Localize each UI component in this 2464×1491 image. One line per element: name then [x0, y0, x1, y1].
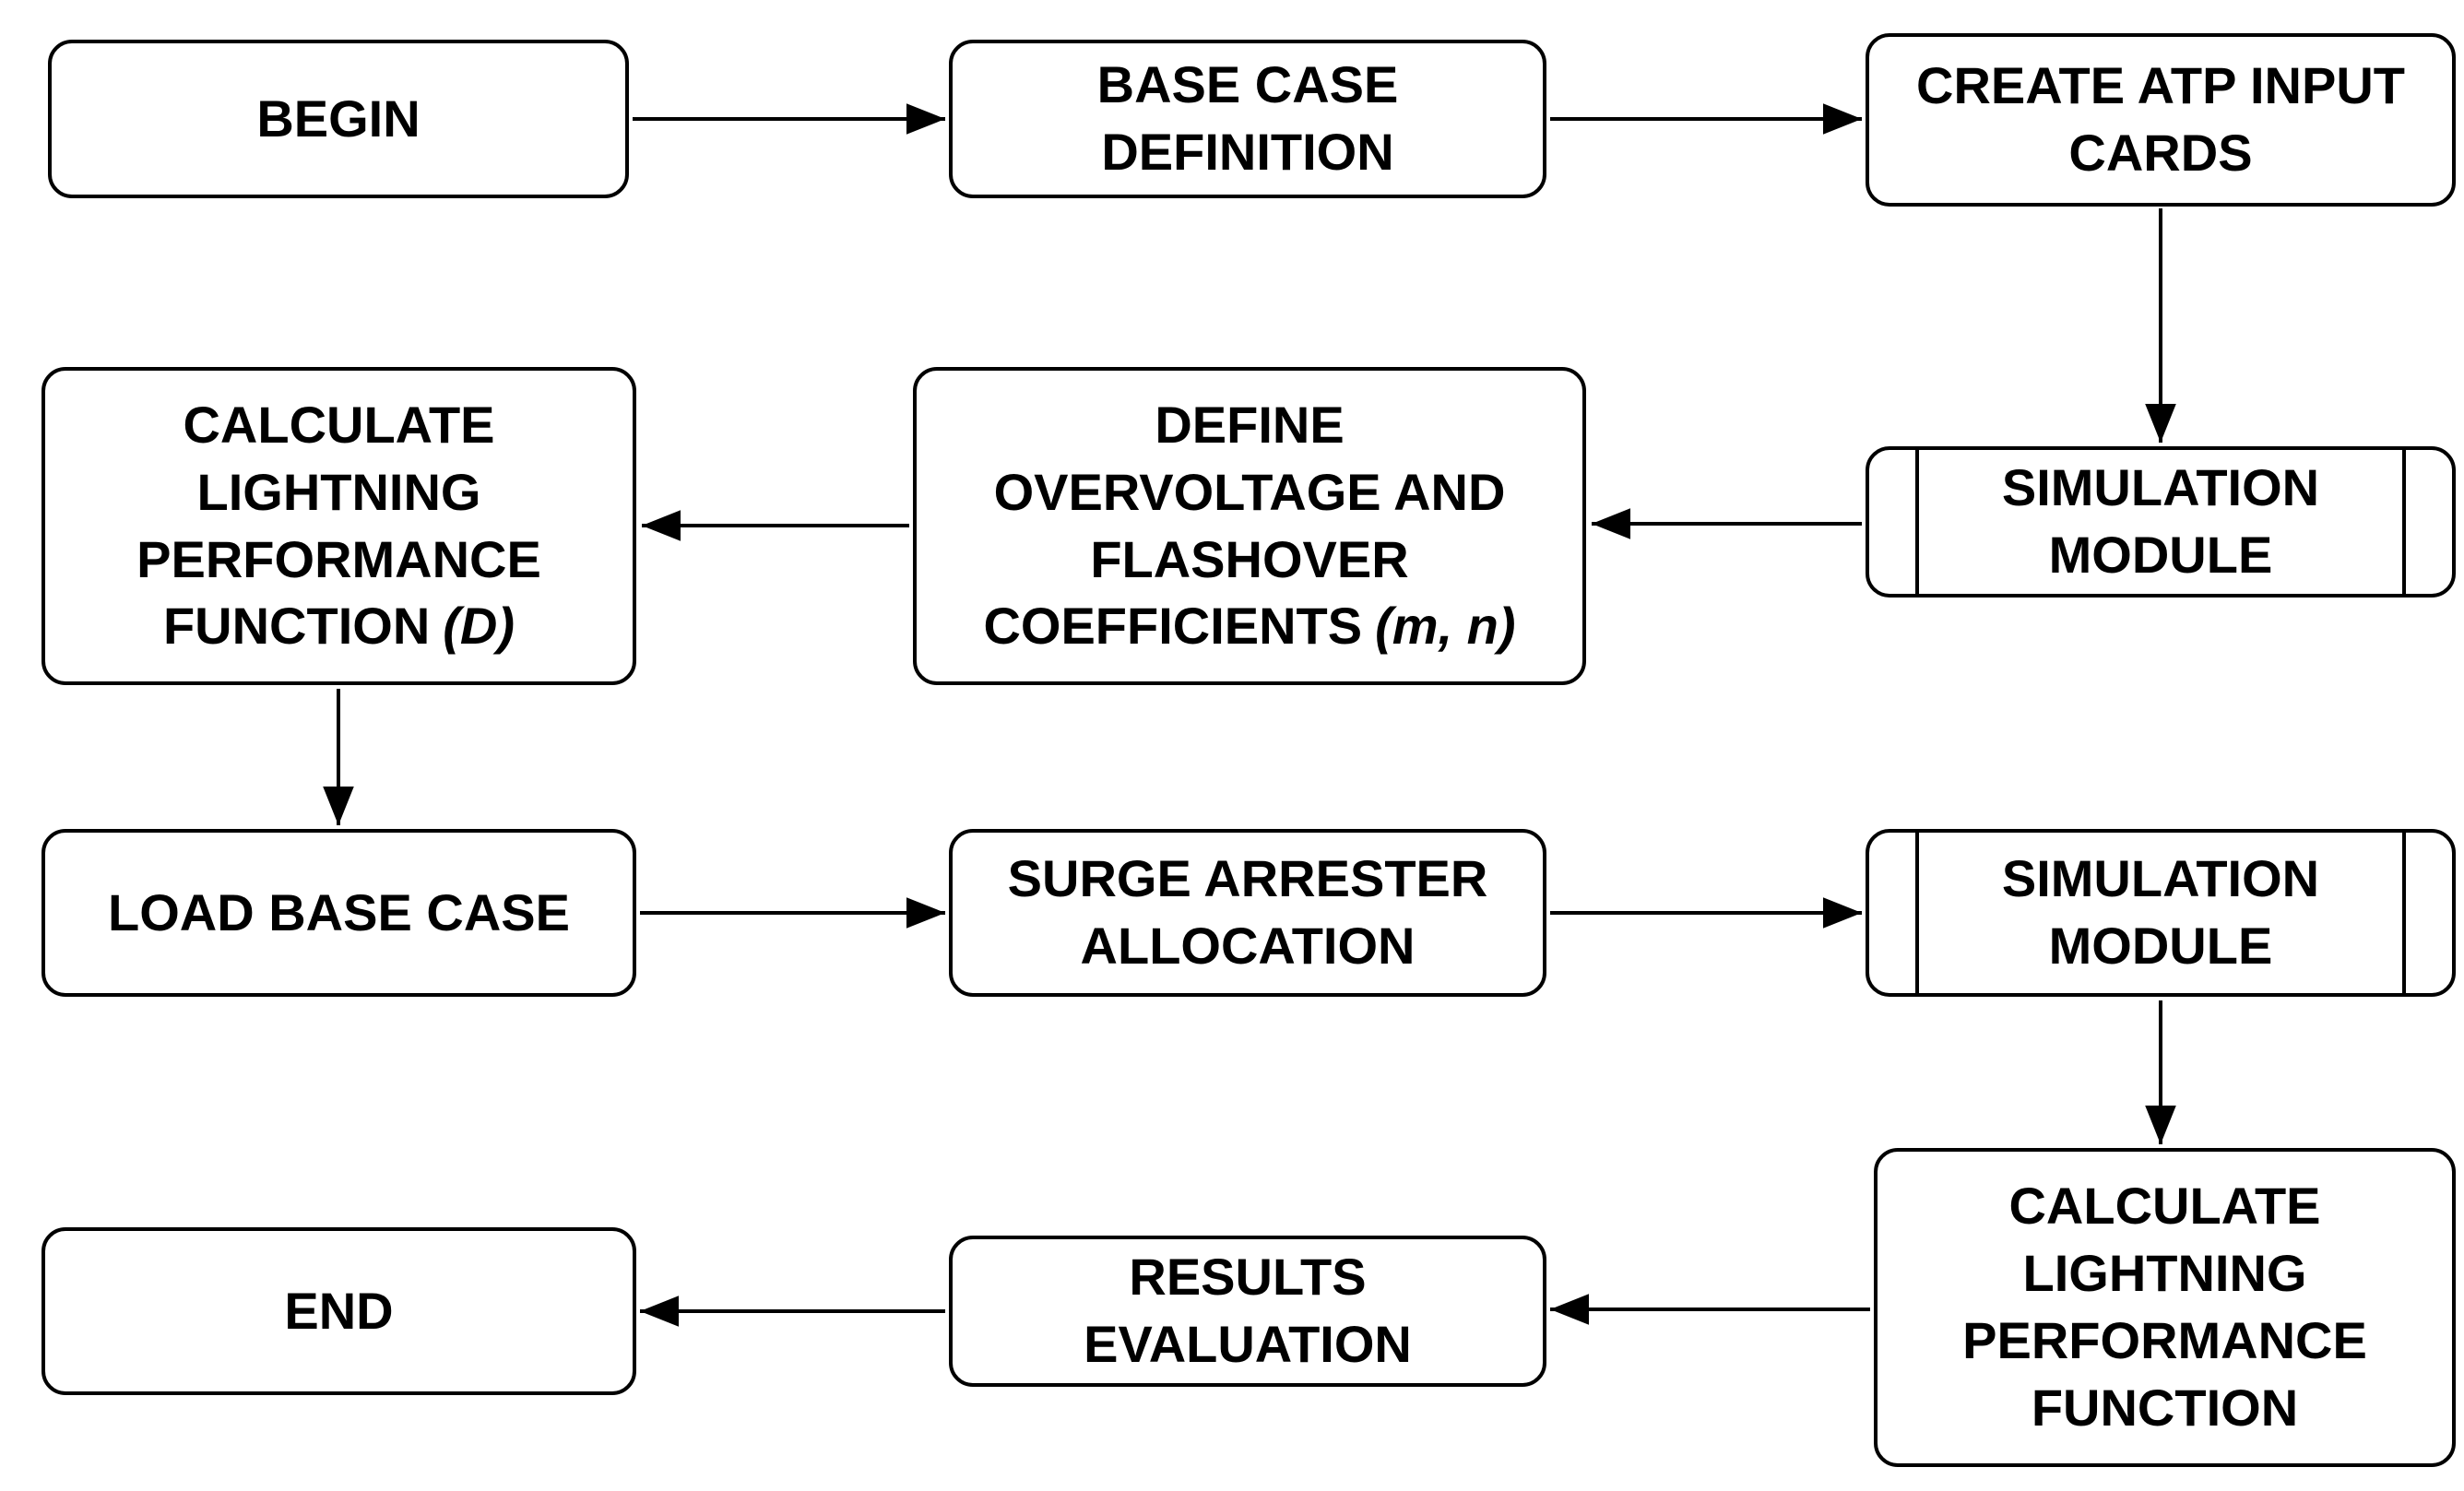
node-calculate-lpf-d-variable: (D) [443, 597, 515, 656]
node-load-base-case: LOAD BASE CASE [41, 829, 636, 997]
node-end-label: END [284, 1281, 394, 1340]
node-simulation-module-1-label: SIMULATION MODULE [2001, 458, 2320, 584]
node-begin: BEGIN [48, 40, 629, 198]
node-calculate-lpf-label: CALCULATE LIGHTNING PERFORMANCE FUNCTION [1962, 1177, 2367, 1437]
node-load-base-case-label: LOAD BASE CASE [108, 882, 570, 941]
node-simulation-module-2: SIMULATION MODULE [1866, 829, 2456, 997]
node-create-atp-input-cards-label: CREATE ATP INPUT CARDS [1916, 56, 2405, 182]
node-end: END [41, 1227, 636, 1395]
node-simulation-module-1: SIMULATION MODULE [1866, 446, 2456, 598]
node-base-case-definition: BASE CASE DEFINITION [949, 40, 1546, 198]
node-simulation-module-2-label: SIMULATION MODULE [2001, 849, 2320, 975]
node-define-overvoltage-flashover-coefficients: DEFINE OVERVOLTAGE AND FLASHOVER COEFFIC… [913, 367, 1586, 685]
node-begin-label: BEGIN [256, 89, 421, 148]
node-define-overvoltage-coefficients-variables: (m, n) [1375, 597, 1516, 656]
node-calculate-lightning-performance-function: CALCULATE LIGHTNING PERFORMANCE FUNCTION [1874, 1148, 2456, 1467]
node-define-overvoltage-label: DEFINE OVERVOLTAGE AND FLASHOVER COEFFIC… [983, 395, 1506, 656]
node-calculate-lpf-d-label: CALCULATE LIGHTNING PERFORMANCE FUNCTION [136, 395, 541, 656]
node-base-case-definition-label: BASE CASE DEFINITION [1096, 55, 1399, 181]
node-create-atp-input-cards: CREATE ATP INPUT CARDS [1866, 33, 2456, 207]
node-calculate-lightning-performance-function-d: CALCULATE LIGHTNING PERFORMANCE FUNCTION… [41, 367, 636, 685]
node-results-evaluation-label: RESULTS EVALUATION [1084, 1248, 1412, 1373]
node-surge-arrester-allocation: SURGE ARRESTER ALLOCATION [949, 829, 1546, 997]
node-results-evaluation: RESULTS EVALUATION [949, 1236, 1546, 1387]
node-surge-arrester-allocation-label: SURGE ARRESTER ALLOCATION [1007, 849, 1488, 975]
